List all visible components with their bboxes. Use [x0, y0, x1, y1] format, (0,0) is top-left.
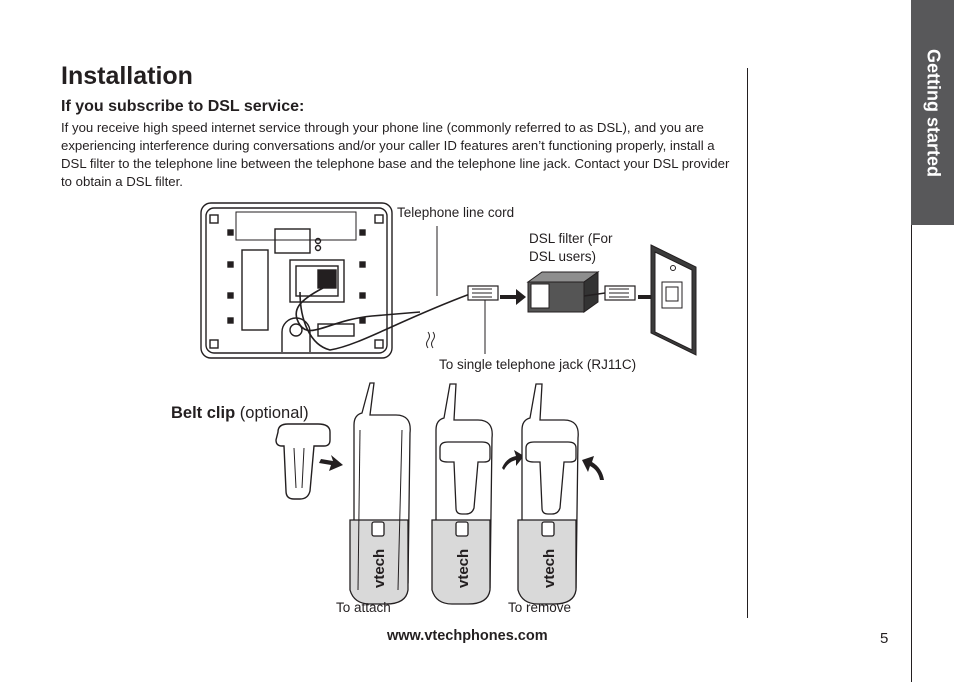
belt-clip-title: Belt clip	[171, 404, 236, 422]
telephone-base-illustration	[200, 202, 393, 359]
handset-attach	[349, 382, 411, 605]
filter-output-plug	[583, 285, 636, 301]
handset-brand-1: vtech	[371, 549, 388, 588]
belt-clip-note: (optional)	[239, 404, 309, 422]
arrow-to-filter-icon	[500, 289, 526, 305]
telephone-line-cord	[295, 287, 471, 351]
page-number: 5	[880, 630, 889, 647]
dsl-filter-label-line2: DSL users)	[529, 249, 597, 264]
side-tab	[911, 0, 954, 225]
remove-label: To remove	[508, 600, 572, 615]
remove-arrow-left-icon	[502, 450, 524, 470]
handset-remove	[517, 383, 579, 605]
belt-clip-loose	[275, 423, 331, 500]
dsl-heading: If you subscribe to DSL service:	[61, 98, 305, 115]
remove-arrow-right-icon	[582, 456, 604, 480]
line-cord-label: Telephone line cord	[397, 205, 515, 220]
column-divider	[747, 68, 748, 618]
side-border-line	[911, 225, 912, 682]
wall-jack-illustration	[650, 244, 697, 356]
telephone-jack-label: To single telephone jack (RJ11C)	[439, 357, 637, 372]
handset-clip-on	[431, 383, 493, 605]
footer-url: www.vtechphones.com	[387, 628, 548, 644]
dsl-filter-label-line1: DSL filter (For	[529, 231, 613, 246]
handset-brand-2: vtech	[455, 549, 472, 588]
line-cord-plug	[467, 285, 499, 301]
belt-clip-heading: Belt clip (optional)	[171, 404, 309, 423]
dsl-body-text: If you receive high speed internet servi…	[61, 120, 730, 189]
attach-label: To attach	[336, 600, 391, 615]
attach-arrow-icon	[319, 455, 343, 471]
dsl-filter-illustration	[526, 271, 600, 313]
page-title: Installation	[61, 62, 193, 90]
handset-brand-3: vtech	[541, 549, 558, 588]
